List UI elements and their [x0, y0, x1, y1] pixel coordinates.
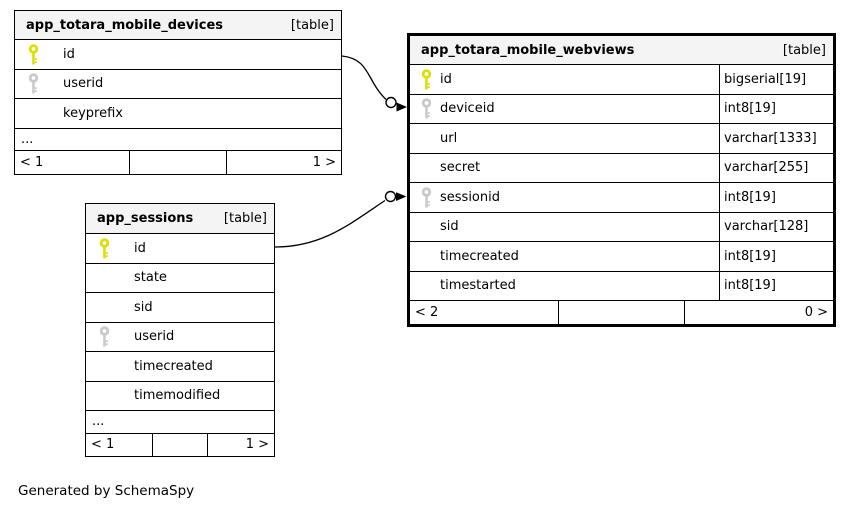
- column-type: int8[19]: [719, 94, 833, 123]
- footer-center-cell: [151, 433, 209, 456]
- column-type: int8[19]: [719, 183, 833, 212]
- column-name: sid: [440, 219, 459, 235]
- foreign-key-icon: [421, 187, 440, 208]
- column-row-timecreated[interactable]: timecreated int8[19]: [410, 241, 833, 271]
- column-name: id: [63, 46, 75, 62]
- footer-center-cell: [129, 151, 227, 174]
- ellipsis-label: ...: [92, 414, 105, 430]
- table-app-totara-mobile-devices: app_totara_mobile_devices [table] id use…: [14, 10, 342, 175]
- ellipsis-label: ...: [21, 131, 34, 147]
- generator-credit: Generated by SchemaSpy: [18, 483, 195, 499]
- column-name: id: [440, 71, 452, 87]
- column-name: userid: [63, 76, 104, 92]
- primary-key-icon: [28, 44, 63, 65]
- column-type: varchar[255]: [719, 153, 833, 182]
- footer-children-count: 1 >: [312, 154, 336, 170]
- column-row-id[interactable]: id bigserial[19]: [410, 64, 833, 94]
- column-name: timecreated: [134, 358, 213, 374]
- column-type: varchar[1333]: [719, 124, 833, 153]
- column-row-deviceid[interactable]: deviceid int8[19]: [410, 93, 833, 123]
- column-row-state[interactable]: state: [86, 262, 274, 292]
- table-footer: < 1 1 >: [86, 432, 274, 456]
- column-row-timemodified[interactable]: timemodified: [86, 380, 274, 410]
- column-name: id: [134, 240, 146, 256]
- column-type: int8[19]: [719, 271, 833, 300]
- column-row-timecreated[interactable]: timecreated: [86, 351, 274, 381]
- cardinality-circle-icon: [385, 96, 397, 109]
- column-row-timestarted[interactable]: timestarted int8[19]: [410, 270, 833, 300]
- footer-parents-count: < 2: [415, 304, 439, 320]
- column-name: url: [440, 130, 458, 146]
- table-footer: < 1 1 >: [15, 150, 341, 174]
- table-app-sessions: app_sessions [table] id state sid user: [85, 203, 275, 457]
- column-name: deviceid: [440, 101, 495, 117]
- footer-parents-count: < 1: [91, 437, 115, 453]
- table-name[interactable]: app_totara_mobile_webviews: [421, 42, 635, 58]
- arrowhead-icon: [396, 192, 407, 201]
- primary-key-icon: [421, 69, 440, 90]
- table-app-totara-mobile-webviews: app_totara_mobile_webviews [table] id bi…: [407, 33, 836, 327]
- relationship-sessions-id-to-webviews-sessionid: [274, 190, 407, 248]
- table-header-webviews[interactable]: app_totara_mobile_webviews [table]: [410, 36, 833, 64]
- column-name: sessionid: [440, 189, 500, 205]
- table-header-sessions[interactable]: app_sessions [table]: [86, 204, 274, 233]
- table-name[interactable]: app_totara_mobile_devices: [26, 17, 224, 33]
- table-name[interactable]: app_sessions: [97, 211, 194, 226]
- truncated-columns-row: ...: [15, 127, 341, 150]
- column-row-id[interactable]: id: [15, 39, 341, 69]
- primary-key-icon: [99, 238, 134, 259]
- column-name: state: [134, 270, 167, 286]
- foreign-key-icon: [421, 98, 440, 119]
- column-name: secret: [440, 160, 481, 176]
- truncated-columns-row: ...: [86, 410, 274, 433]
- column-row-sessionid[interactable]: sessionid int8[19]: [410, 182, 833, 212]
- relationship-line: [341, 55, 387, 100]
- cardinality-circle-icon: [384, 190, 397, 203]
- column-row-sid[interactable]: sid varchar[128]: [410, 211, 833, 241]
- column-name: timemodified: [134, 388, 221, 404]
- table-header-devices[interactable]: app_totara_mobile_devices [table]: [15, 11, 341, 39]
- arrowhead-icon: [396, 102, 407, 112]
- column-name: keyprefix: [63, 105, 123, 121]
- relationship-devices-id-to-webviews-deviceid: [341, 55, 407, 112]
- column-row-userid[interactable]: userid: [86, 321, 274, 351]
- column-row-userid[interactable]: userid: [15, 68, 341, 98]
- column-type: bigserial[19]: [719, 65, 833, 94]
- column-row-id[interactable]: id: [86, 233, 274, 263]
- footer-children-count: 1 >: [245, 437, 269, 453]
- foreign-key-icon: [28, 73, 63, 94]
- column-name: sid: [134, 299, 153, 315]
- column-row-keyprefix[interactable]: keyprefix: [15, 98, 341, 128]
- column-type: varchar[128]: [719, 212, 833, 241]
- column-name: userid: [134, 329, 175, 345]
- relationship-line: [274, 199, 386, 248]
- table-footer: < 2 0 >: [410, 300, 833, 324]
- column-type: int8[19]: [719, 242, 833, 271]
- column-row-sid[interactable]: sid: [86, 292, 274, 322]
- table-type-badge: [table]: [223, 211, 267, 226]
- table-type-badge: [table]: [782, 42, 826, 58]
- foreign-key-icon: [99, 326, 134, 347]
- footer-children-count: 0 >: [804, 304, 828, 320]
- table-type-badge: [table]: [290, 17, 334, 33]
- footer-parents-count: < 1: [20, 154, 44, 170]
- column-name: timestarted: [440, 278, 516, 294]
- column-row-secret[interactable]: secret varchar[255]: [410, 152, 833, 182]
- column-row-url[interactable]: url varchar[1333]: [410, 123, 833, 153]
- column-name: timecreated: [440, 248, 519, 264]
- footer-center-cell: [558, 301, 685, 324]
